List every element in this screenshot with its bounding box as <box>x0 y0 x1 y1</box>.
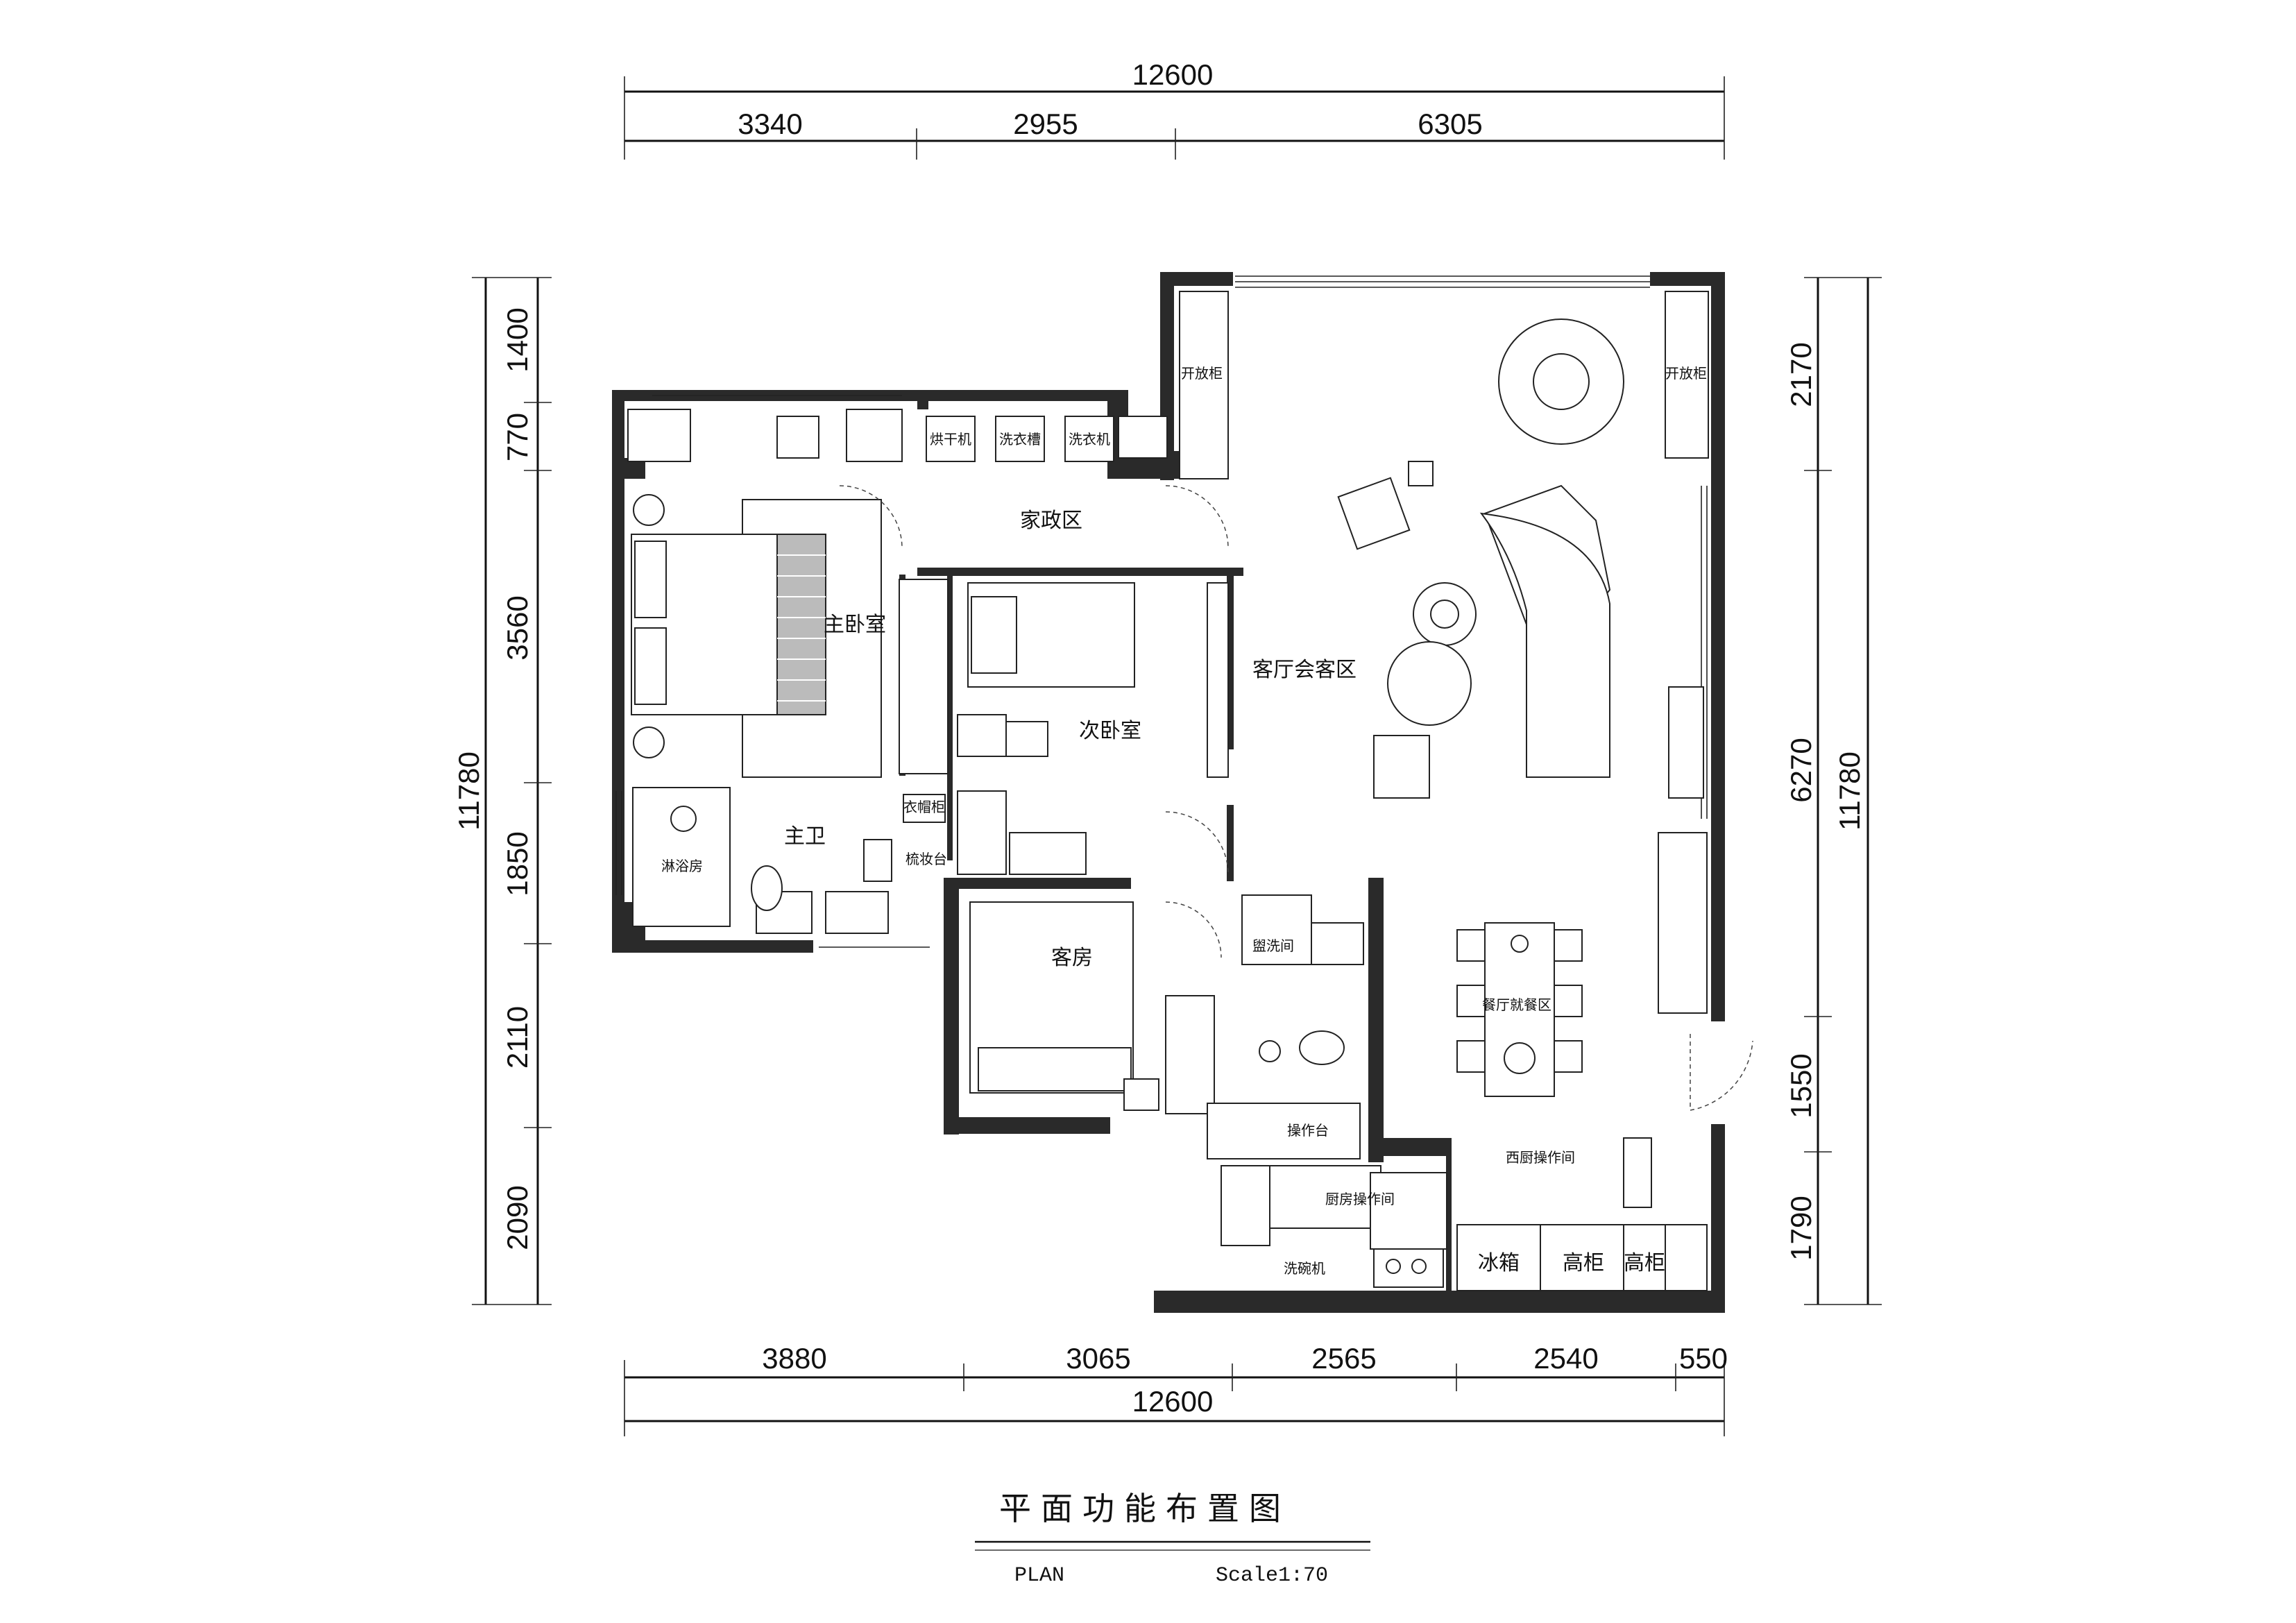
dim-left-seg-4: 1850 <box>501 831 534 896</box>
living-dining: 客厅会客区 餐厅就餐区 西厨操作间 冰箱 高柜 高柜 开放柜 开放柜 <box>1179 291 1753 1291</box>
dim-left-seg-5: 2110 <box>501 1006 534 1069</box>
guest-room: 客房 <box>969 901 1222 1114</box>
kitchen: 操作台 厨房操作间 洗碗机 <box>1207 1103 1447 1288</box>
dimension-top: 12600 3340 2955 6305 <box>624 58 1725 160</box>
dim-right-total: 11780 <box>1833 751 1866 831</box>
dim-top-seg-1: 3340 <box>738 108 802 140</box>
powder-room: 盥洗间 <box>1241 894 1364 1065</box>
dim-right-seg-2: 6270 <box>1785 738 1817 802</box>
label-western-kitchen: 西厨操作间 <box>1506 1149 1575 1166</box>
label-guest-room: 客房 <box>1051 946 1093 970</box>
dimension-bottom: 3880 3065 2565 2540 550 12600 <box>624 1342 1728 1436</box>
label-laundry-sink: 洗衣槽 <box>999 431 1041 448</box>
dim-bottom-seg-3: 2565 <box>1311 1342 1376 1375</box>
label-dining: 餐厅就餐区 <box>1482 996 1551 1013</box>
label-open-cabinet-2: 开放柜 <box>1665 365 1707 382</box>
label-second-bedroom: 次卧室 <box>1079 719 1141 743</box>
master-bath: 淋浴房 主卫 衣帽柜 梳妆台 <box>632 787 947 934</box>
dim-top-seg-3: 6305 <box>1418 108 1482 140</box>
label-kitchen: 厨房操作间 <box>1325 1191 1395 1207</box>
dim-bottom-seg-2: 3065 <box>1066 1342 1130 1375</box>
dim-top-seg-2: 2955 <box>1013 108 1078 140</box>
dim-left-seg-6: 2090 <box>501 1185 534 1250</box>
second-bedroom: 次卧室 <box>957 582 1229 875</box>
label-master-bath: 主卫 <box>784 824 826 849</box>
plan-title: 平面功能布置图 <box>999 1490 1291 1527</box>
dim-top-total: 12600 <box>1132 58 1214 91</box>
label-dishwasher: 洗碗机 <box>1284 1260 1325 1277</box>
label-open-cabinet-1: 开放柜 <box>1181 365 1223 382</box>
windows <box>615 275 1708 948</box>
dim-right-seg-4: 1790 <box>1785 1196 1817 1260</box>
walls <box>612 272 1725 1313</box>
label-master-bedroom: 主卧室 <box>824 613 886 637</box>
label-housework: 家政区 <box>1020 509 1082 533</box>
dimension-right: 2170 6270 1550 1790 11780 <box>1785 277 1882 1305</box>
dim-bottom-seg-5: 550 <box>1679 1342 1728 1375</box>
label-vanity: 梳妆台 <box>905 851 947 867</box>
dim-left-seg-3: 3560 <box>501 595 534 660</box>
dim-bottom-total: 12600 <box>1132 1385 1214 1418</box>
dimension-left: 11780 1400 770 3560 1850 2110 2090 <box>452 277 552 1305</box>
dim-right-seg-3: 1550 <box>1785 1053 1817 1118</box>
dim-bottom-seg-1: 3880 <box>762 1342 826 1375</box>
dim-left-total: 11780 <box>452 751 485 831</box>
plan-scale: Scale1:70 <box>1216 1564 1328 1588</box>
dim-right-seg-1: 2170 <box>1785 342 1817 407</box>
laundry: 烘干机 洗衣槽 洗衣机 家政区 <box>926 416 1229 549</box>
label-living: 客厅会客区 <box>1252 658 1357 682</box>
label-counter: 操作台 <box>1287 1122 1329 1139</box>
dim-bottom-seg-4: 2540 <box>1533 1342 1598 1375</box>
dim-left-seg-1: 1400 <box>501 307 534 372</box>
label-dryer: 烘干机 <box>930 431 971 448</box>
label-powder-room: 盥洗间 <box>1252 937 1294 954</box>
label-tall-cabinet-1: 高柜 <box>1563 1251 1604 1275</box>
plan-label: PLAN <box>1014 1564 1064 1588</box>
label-shower: 淋浴房 <box>661 858 703 874</box>
master-bedroom: 主卧室 <box>627 409 949 778</box>
label-washer: 洗衣机 <box>1069 431 1110 448</box>
label-wardrobe: 衣帽柜 <box>903 799 945 815</box>
label-fridge: 冰箱 <box>1478 1251 1520 1275</box>
label-tall-cabinet-2: 高柜 <box>1624 1251 1665 1275</box>
plan-title-block: 平面功能布置图 PLAN Scale1:70 <box>975 1490 1370 1588</box>
dim-left-seg-2: 770 <box>501 413 534 461</box>
